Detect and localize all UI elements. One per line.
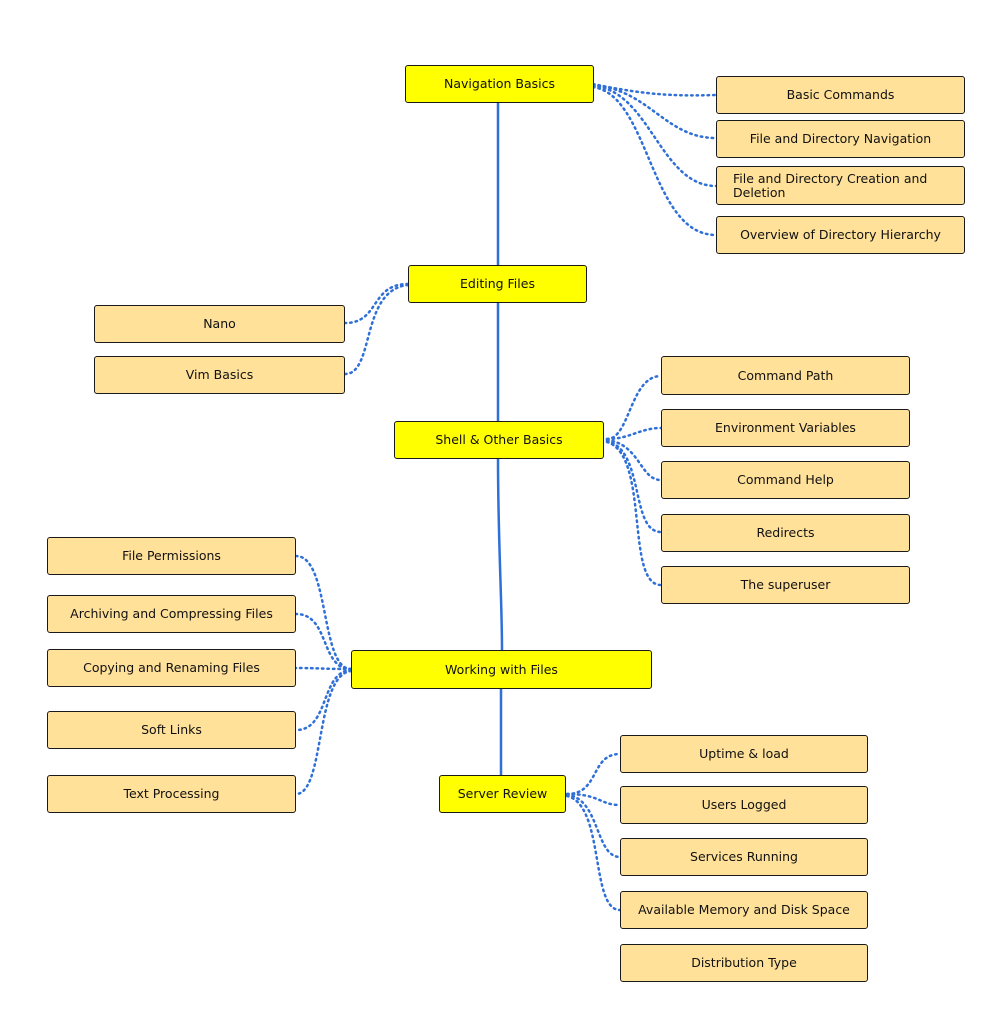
branch-users-logged	[565, 792, 622, 807]
branch-services-running	[565, 793, 622, 859]
topic-soft-links: Soft Links	[47, 711, 296, 749]
branch-file-permissions	[294, 554, 353, 671]
node-label: Uptime & load	[699, 746, 789, 761]
main-node-shell-other-basics: Shell & Other Basics	[394, 421, 604, 459]
branch-basic-commands	[591, 82, 718, 97]
node-label: Server Review	[457, 786, 548, 801]
main-node-editing-files: Editing Files	[408, 265, 587, 303]
branch-overview-directory-hierarchy	[591, 85, 718, 237]
branch-available-memory-disk	[565, 794, 622, 912]
main-node-server-review: Server Review	[439, 775, 566, 813]
node-label: Shell & Other Basics	[435, 432, 563, 447]
node-label: Copying and Renaming Files	[83, 660, 260, 675]
branch-copying-renaming	[294, 666, 353, 671]
topic-file-permissions: File Permissions	[47, 537, 296, 575]
node-label: Working with Files	[445, 661, 558, 677]
topic-vim-basics: Vim Basics	[94, 356, 345, 394]
topic-distribution-type: Distribution Type	[620, 944, 868, 982]
node-label: Services Running	[690, 849, 798, 864]
branch-nano	[343, 282, 410, 325]
topic-file-directory-navigation: File and Directory Navigation	[716, 120, 965, 158]
node-label: Editing Files	[460, 276, 535, 291]
node-label: Navigation Basics	[444, 76, 555, 91]
branch-the-superuser	[605, 440, 663, 587]
branch-soft-links	[294, 668, 353, 732]
main-node-working-with-files: Working with Files	[351, 650, 652, 689]
topic-available-memory-disk-space: Available Memory and Disk Space	[620, 891, 868, 929]
topic-the-superuser: The superuser	[661, 566, 910, 604]
topic-uptime-load: Uptime & load	[620, 735, 868, 773]
node-label: Basic Commands	[786, 87, 895, 102]
node-label: File and Directory Navigation	[749, 131, 932, 146]
topic-redirects: Redirects	[661, 514, 910, 552]
node-label: Command Help	[737, 472, 834, 487]
topic-users-logged: Users Logged	[620, 786, 868, 824]
node-label: Users Logged	[701, 797, 787, 812]
topic-overview-directory-hierarchy: Overview of Directory Hierarchy	[716, 216, 965, 254]
branch-command-help	[605, 438, 663, 482]
branch-archiving-compressing	[294, 612, 353, 671]
topic-file-directory-creation-deletion: File and Directory Creation and Deletion	[716, 166, 965, 205]
branch-vim-basics	[343, 283, 410, 376]
node-label: File and Directory Creation and Deletion	[733, 170, 928, 200]
branch-file-directory-navigation	[591, 83, 718, 140]
branch-environment-variables	[605, 426, 663, 441]
node-label: Command Path	[737, 367, 834, 383]
topic-environment-variables: Environment Variables	[661, 409, 910, 447]
node-label: Redirects	[756, 525, 815, 540]
topic-command-help: Command Help	[661, 461, 910, 499]
branch-redirects	[605, 439, 663, 534]
topic-basic-commands: Basic Commands	[716, 76, 965, 114]
node-label: File Permissions	[122, 548, 221, 563]
topic-copying-renaming-files: Copying and Renaming Files	[47, 649, 296, 687]
node-label: Nano	[203, 316, 236, 331]
main-node-navigation-basics: Navigation Basics	[405, 65, 594, 103]
branch-file-directory-creation	[591, 84, 718, 188]
node-label: Vim Basics	[185, 367, 254, 382]
branch-command-path	[605, 374, 663, 441]
branch-uptime-load	[565, 752, 622, 796]
topic-services-running: Services Running	[620, 838, 868, 876]
node-label: Distribution Type	[691, 955, 797, 970]
topic-text-processing: Text Processing	[47, 775, 296, 813]
node-label: The superuser	[740, 577, 831, 592]
node-label: Text Processing	[123, 786, 220, 801]
trunk-connector-3	[496, 458, 504, 651]
node-label: Soft Links	[141, 722, 202, 737]
node-label: Environment Variables	[715, 420, 856, 435]
node-label: Archiving and Compressing Files	[70, 606, 273, 621]
topic-archiving-compressing-files: Archiving and Compressing Files	[47, 595, 296, 633]
topic-nano: Nano	[94, 305, 345, 343]
node-label: Available Memory and Disk Space	[638, 902, 850, 917]
topic-command-path: Command Path	[661, 356, 910, 395]
branch-text-processing	[294, 669, 353, 796]
node-label: Overview of Directory Hierarchy	[740, 227, 941, 242]
